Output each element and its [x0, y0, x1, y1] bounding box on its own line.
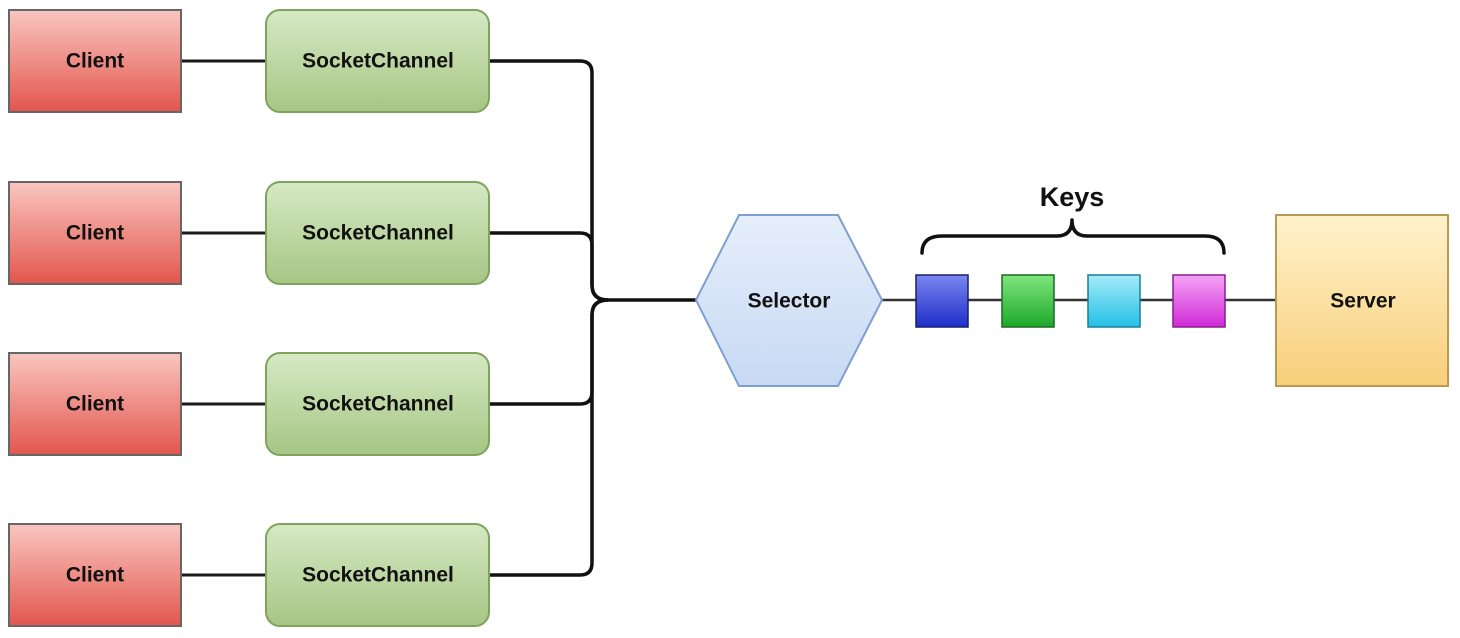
server-box — [1275, 214, 1449, 387]
key-square-cyan — [1087, 274, 1141, 328]
connector-channel-4 — [489, 298, 609, 577]
channel-selector-connectors — [489, 59, 697, 577]
client-node-2: Client — [8, 181, 182, 285]
key-square-magenta — [1172, 274, 1226, 328]
socket-channel-box — [265, 9, 490, 113]
selector-node: Selector — [694, 214, 884, 387]
selector-hexagon — [694, 214, 884, 387]
client-node-4: Client — [8, 523, 182, 627]
client-node-1: Client — [8, 9, 182, 113]
connector-channel-3 — [489, 298, 609, 406]
client-box — [8, 523, 182, 627]
keys-title: Keys — [1040, 182, 1105, 212]
socket-channel-node-1: SocketChannel — [265, 9, 490, 113]
socket-channel-box — [265, 523, 490, 627]
client-node-3: Client — [8, 352, 182, 456]
socket-channel-label: SocketChannel — [302, 564, 454, 587]
server-node: Server — [1275, 214, 1449, 387]
socket-channel-node-3: SocketChannel — [265, 352, 490, 456]
keys-group: Keys — [915, 182, 1226, 328]
selector-label: Selector — [748, 290, 831, 313]
client-label: Client — [66, 50, 124, 73]
client-box — [8, 352, 182, 456]
socket-channel-box — [265, 352, 490, 456]
client-box — [8, 181, 182, 285]
client-label: Client — [66, 564, 124, 587]
client-label: Client — [66, 393, 124, 416]
socket-channel-node-4: SocketChannel — [265, 523, 490, 627]
client-box — [8, 9, 182, 113]
keys-brace — [920, 218, 1226, 255]
server-label: Server — [1330, 290, 1395, 313]
socket-channel-box — [265, 181, 490, 285]
socket-channel-label: SocketChannel — [302, 50, 454, 73]
socket-channel-label: SocketChannel — [302, 393, 454, 416]
socket-channel-node-2: SocketChannel — [265, 181, 490, 285]
socket-channel-label: SocketChannel — [302, 222, 454, 245]
key-square-blue — [915, 274, 969, 328]
client-channel-connectors — [181, 59, 266, 577]
client-label: Client — [66, 222, 124, 245]
connector-channel-2 — [489, 231, 609, 302]
key-square-green — [1001, 274, 1055, 328]
